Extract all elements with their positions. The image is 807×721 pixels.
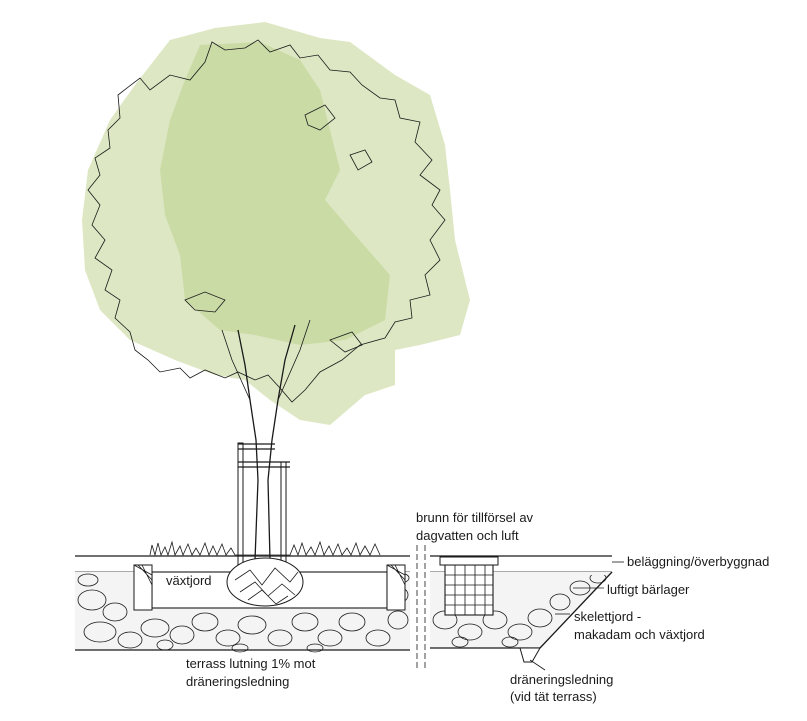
branch-right bbox=[277, 319, 311, 401]
label-drainage-line2: (vid tät terrass) bbox=[510, 689, 597, 704]
label-skelett-line2: makadam och växtjord bbox=[574, 627, 705, 642]
labels: växtjord brunn för tillförsel av dagvatt… bbox=[166, 510, 769, 704]
drainage-pipe bbox=[519, 647, 541, 663]
label-belaggning: beläggning/överbyggnad bbox=[627, 554, 769, 569]
label-vaxtjord: växtjord bbox=[166, 573, 212, 588]
section-break-lines bbox=[416, 545, 426, 668]
pavement-surface bbox=[75, 555, 612, 573]
label-terrass-line2: dräneringsledning bbox=[186, 674, 289, 689]
canopy-outline bbox=[87, 39, 446, 403]
label-skelett-line1: skelettjord - bbox=[574, 609, 641, 624]
trunk-left-edge bbox=[237, 329, 259, 561]
tree-trunk bbox=[221, 319, 311, 561]
label-brunn-line2: dagvatten och luft bbox=[416, 528, 519, 543]
canopy-inner-detail bbox=[184, 104, 373, 353]
tree-canopy bbox=[82, 22, 470, 425]
root-ball bbox=[226, 557, 304, 607]
label-brunn-line1: brunn för tillförsel av bbox=[416, 510, 534, 525]
label-drainage-line1: dräneringsledning bbox=[510, 672, 613, 687]
inlet-well bbox=[439, 556, 499, 616]
grass-tufts bbox=[149, 540, 381, 557]
label-luftigt: luftigt bärlager bbox=[607, 582, 690, 597]
label-terrass-line1: terrass lutning 1% mot bbox=[186, 656, 316, 671]
trunk-right-edge bbox=[267, 324, 296, 561]
canopy-mid-foliage bbox=[160, 42, 390, 345]
branch-left bbox=[221, 329, 251, 401]
leader-lines bbox=[529, 561, 624, 671]
